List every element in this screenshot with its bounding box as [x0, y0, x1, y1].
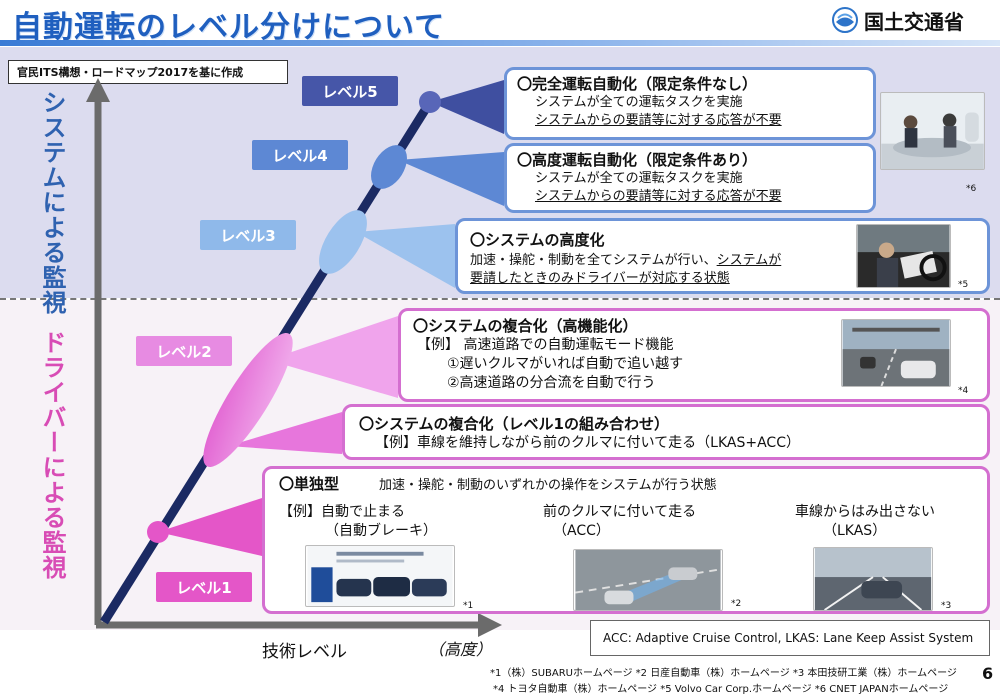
level2-description: 〇システムの複合化（高機能化） 【例】 高速道路での自動運転モード機能 ①遅いク…	[398, 308, 990, 402]
combined-level1-description: 〇システムの複合化（レベル1の組み合わせ） 【例】車線を維持しながら前のクルマに…	[342, 404, 990, 460]
level4-ellipse	[371, 145, 407, 189]
connector-level3	[356, 224, 455, 288]
level3-line1a: 加速・操舵・制動を全てシステムが行い、	[470, 253, 717, 268]
example2-line2: （ACC）	[553, 522, 610, 539]
mlit-emblem-icon	[832, 7, 858, 33]
abbreviation-definitions: ACC: Adaptive Cruise Control, LKAS: Lane…	[590, 620, 990, 656]
note-3: *3	[941, 601, 952, 611]
highway-autopilot-image	[841, 319, 951, 387]
title-underline	[0, 40, 1000, 46]
footnote-line1: *1（株）SUBARUホームページ *2 日産自動車（株）ホームページ *3 本…	[490, 668, 957, 679]
example3-line1: 車線からはみ出さない	[795, 504, 935, 520]
level2-line2: ①遅いクルマがいれば自動で追い越す	[447, 355, 684, 372]
example1-line1: 【例】自動で止まる	[279, 504, 405, 520]
level1-description: 〇単独型 加速・操舵・制動のいずれかの操作をシステムが行う状態 【例】自動で止ま…	[262, 466, 990, 614]
source-note: 官民ITS構想・ロードマップ2017を基に作成	[8, 60, 288, 84]
y-axis-arrow	[86, 78, 110, 102]
level3-line1b: システムが	[716, 253, 782, 268]
band-divider	[0, 298, 1000, 300]
auto-brake-image	[305, 545, 455, 607]
level5-line1: システムが全ての運転タスクを実施	[535, 95, 743, 110]
level2-badge: レベル2	[136, 336, 232, 366]
example1-line2: （自動ブレーキ）	[325, 522, 437, 539]
level1-heading: 〇単独型	[279, 475, 340, 493]
note-4: *4	[958, 386, 969, 396]
note-1: *1	[463, 601, 474, 611]
footnote-line2: *4 トヨタ自動車（株）ホームページ *5 Volvo Car Corp.ホーム…	[493, 684, 949, 695]
example3-line2: （LKAS）	[823, 522, 887, 539]
x-axis-label-high: （高度）	[428, 640, 493, 659]
note-5: *5	[958, 280, 969, 290]
x-axis-arrow	[478, 613, 502, 637]
level2-line1: 【例】 高速道路での自動運転モード機能	[417, 337, 674, 353]
autonomous-interior-photo	[880, 92, 985, 170]
page-number: 6	[982, 664, 994, 683]
example1: 【例】自動で止まる （自動ブレーキ）	[279, 503, 437, 541]
page-title: 自動運転のレベル分けについて	[12, 10, 446, 45]
level3-description: 〇システムの高度化 加速・操舵・制動を全てシステムが行い、システムが 要請したと…	[455, 218, 990, 294]
level2-ellipse	[203, 333, 293, 467]
connector-level4	[398, 152, 504, 206]
level5-badge: レベル5	[302, 76, 398, 106]
level1-desc: 加速・操舵・制動のいずれかの操作をシステムが行う状態	[379, 478, 717, 493]
side-label-driver: ドライバーによる監視	[38, 330, 66, 580]
level4-heading: 〇高度運転自動化（限定条件あり）	[517, 151, 758, 169]
connector-level5	[430, 80, 504, 134]
combined-line1: 【例】車線を維持しながら前のクルマに付いて走る（LKAS+ACC）	[375, 435, 800, 451]
x-axis-label: 技術レベル	[262, 642, 347, 662]
side-label-system: システムによる監視	[38, 90, 66, 315]
level1-marker	[147, 521, 169, 543]
level5-line2: システムからの要請等に対する応答が不要	[535, 112, 782, 128]
level2-line3: ②高速道路の分合流を自動で行う	[447, 374, 656, 391]
example3: 車線からはみ出さない （LKAS）	[795, 503, 935, 541]
combined-heading: 〇システムの複合化（レベル1の組み合わせ）	[359, 415, 669, 433]
example2-line1: 前のクルマに付いて走る	[543, 504, 697, 520]
level5-heading: 〇完全運転自動化（限定条件なし）	[517, 75, 758, 93]
acc-image	[573, 549, 723, 611]
level3-line1: 加速・操舵・制動を全てシステムが行い、システムが	[470, 252, 975, 270]
lkas-image	[813, 547, 933, 611]
example2: 前のクルマに付いて走る （ACC）	[543, 503, 696, 541]
car-interior-image	[880, 92, 985, 170]
level4-line2: システムからの要請等に対する応答が不要	[535, 188, 782, 204]
level3-ellipse	[319, 210, 367, 274]
note-6: *6	[966, 184, 977, 194]
connector-level1	[158, 498, 262, 556]
level4-badge: レベル4	[252, 140, 348, 170]
level2-heading: 〇システムの複合化（高機能化）	[413, 317, 638, 335]
volvo-driver-image	[856, 224, 951, 288]
level3-badge: レベル3	[200, 220, 296, 250]
connector-level2	[268, 316, 398, 398]
level1-badge: レベル1	[156, 572, 252, 602]
note-2: *2	[731, 599, 742, 609]
level3-line2: 要請したときのみドライバーが対応する状態	[470, 270, 730, 286]
level5-description: 〇完全運転自動化（限定条件なし） システムが全ての運転タスクを実施 システムから…	[504, 67, 876, 140]
level3-heading: 〇システムの高度化	[470, 231, 605, 249]
logo-text: 国土交通省	[864, 9, 964, 34]
level4-description: 〇高度運転自動化（限定条件あり） システムが全ての運転タスクを実施 システムから…	[504, 143, 876, 213]
mlit-logo: 国土交通省	[832, 3, 997, 37]
level4-line1: システムが全ての運転タスクを実施	[535, 171, 743, 186]
level5-marker	[419, 91, 441, 113]
connector-combo	[228, 412, 342, 454]
